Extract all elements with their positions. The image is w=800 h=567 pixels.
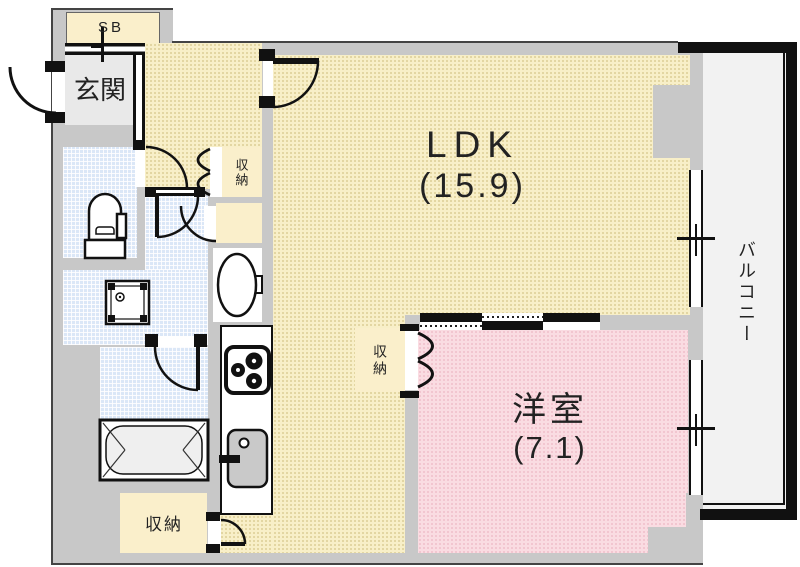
- bathroom: [100, 347, 208, 480]
- entrance-door-arc: [8, 66, 57, 115]
- entrance-side-wall-cap: [133, 140, 145, 150]
- shoe-box-label: SB: [97, 18, 124, 36]
- room-ldk: [273, 55, 690, 315]
- hall-ldk-door-leaf: [273, 58, 319, 64]
- washroom-door-post-left: [145, 187, 156, 197]
- western-window-tick: [677, 427, 715, 430]
- storage-bedroom-door-cap-bottom: [400, 391, 419, 398]
- hall-ldk-door-opening: [263, 57, 273, 105]
- ldk-area: (15.9): [419, 166, 526, 205]
- ldk-window-sash: [695, 224, 697, 256]
- room-western: [418, 330, 688, 553]
- outline-left: [51, 8, 53, 565]
- entrance-hinge-top: [45, 61, 65, 72]
- washroom-door-post-right: [194, 187, 205, 197]
- storage-hall-box: [222, 147, 262, 197]
- storage-bedroom-door-cap-top: [400, 324, 419, 331]
- entrance-hinge-bottom: [45, 112, 65, 123]
- partition-track-2: [482, 313, 543, 321]
- partition-panel-1: [420, 313, 482, 322]
- entrance-door-opening: [52, 72, 65, 112]
- storage-bedroom-box: [355, 328, 405, 392]
- balcony-wall-bottom: [700, 509, 797, 520]
- pillar-below-window: [686, 493, 703, 553]
- shoe-box-window-tick-v: [101, 27, 104, 62]
- storage-small-box: [216, 203, 262, 243]
- washroom-main: [63, 270, 208, 345]
- balcony-wall-right: [786, 42, 797, 520]
- entrance-floor: [65, 55, 135, 125]
- balcony-wall-top: [678, 42, 797, 53]
- storage-hall-door-strip: [210, 147, 222, 197]
- storage-bottom-door-post-top: [206, 512, 220, 521]
- bath-door-post-left: [145, 334, 158, 347]
- entrance-side-wall: [133, 43, 145, 140]
- room-ldk-bottom-strip: [220, 515, 273, 553]
- kitchen-counter: [220, 325, 273, 515]
- outline-top-sb: [52, 8, 173, 10]
- storage-bedroom-door-strip: [405, 330, 418, 390]
- bath-door-post-right: [194, 334, 207, 347]
- shoe-box-sliding-door: [65, 43, 145, 55]
- ldk-name: LDK: [426, 124, 519, 166]
- western-room-label: 洋室 (7.1): [455, 382, 645, 474]
- western-name: 洋室: [512, 390, 588, 429]
- storage-bottom-door-post-bottom: [206, 544, 220, 553]
- toilet-door-opening: [135, 147, 145, 187]
- hall-ldk-hinge-bottom: [259, 96, 275, 108]
- balcony-inner-line-bottom: [703, 503, 785, 505]
- storage-bottom-label: 収納: [145, 514, 183, 534]
- outline-top-main: [172, 41, 678, 43]
- storage-bedroom-label: 収納: [372, 344, 388, 378]
- storage-hall-label: 収納: [233, 158, 249, 188]
- washbasin-area: [213, 248, 262, 322]
- storage-bottom-box: [120, 493, 207, 553]
- western-window-sash: [695, 414, 697, 446]
- outline-bottom: [52, 563, 703, 565]
- hall-ldk-hinge-top: [259, 49, 275, 61]
- balcony-label: バルコニー: [736, 239, 756, 345]
- partition-track-1: [420, 322, 482, 330]
- ldk-window-tick: [677, 237, 715, 240]
- pillar-northeast: [653, 85, 690, 158]
- entrance-label: 玄関: [73, 74, 126, 105]
- partition-panel-2: [482, 321, 543, 330]
- storage-bottom-door-opening: [208, 520, 221, 545]
- shoe-box-area: [66, 12, 160, 45]
- ldk-label: LDK (15.9): [370, 115, 575, 215]
- bath-door-opening: [158, 336, 195, 347]
- partition-track-3: [543, 322, 600, 330]
- western-area: (7.1): [513, 429, 587, 465]
- balcony-inner-line-right: [783, 53, 785, 505]
- balcony-floor: [703, 53, 786, 509]
- toilet-room: [63, 147, 137, 258]
- washroom-upper: [145, 196, 208, 270]
- storage-small-door-strip: [204, 206, 216, 242]
- room-ldk-lower: [273, 315, 405, 553]
- shoe-box-window-tick-h: [91, 45, 102, 48]
- washroom-lintel-wall: [145, 187, 195, 196]
- partition-panel-3: [543, 313, 600, 322]
